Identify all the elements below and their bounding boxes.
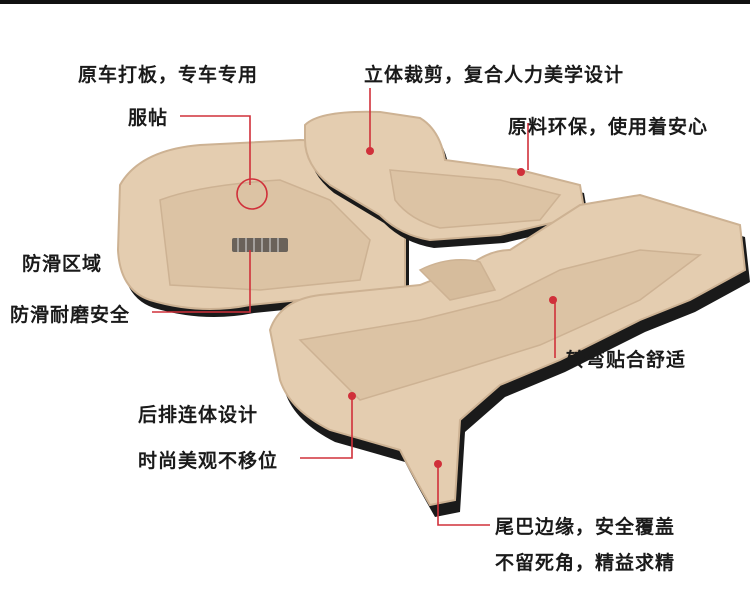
callout-snug-fit: 服帖 (128, 107, 169, 129)
callout-stylish-no-shift: 时尚美观不移位 (138, 450, 279, 472)
passenger-mat (304, 110, 589, 248)
callout-custom-fit: 原车打板，专车专用 (78, 64, 259, 86)
leader-lines (152, 88, 556, 526)
callout-curve-fit: 转弯贴合舒适 (566, 349, 687, 371)
callout-rear-one-piece: 后排连体设计 (138, 404, 259, 426)
heel-pad-grid (232, 238, 288, 252)
callout-anti-slip-wear: 防滑耐磨安全 (10, 304, 131, 326)
callout-tail-edge: 尾巴边缘，安全覆盖 (495, 516, 676, 538)
rear-mat (268, 193, 750, 517)
callout-eco-material: 原料环保，使用着安心 (508, 116, 709, 138)
red-dot-markers (348, 147, 557, 468)
callout-no-dead-corner: 不留死角，精益求精 (495, 552, 676, 574)
red-circle-highlight (236, 178, 268, 210)
callout-3d-cut: 立体裁剪，复合人力美学设计 (364, 64, 625, 86)
callout-anti-slip-zone: 防滑区域 (22, 253, 103, 275)
top-border (0, 0, 750, 4)
